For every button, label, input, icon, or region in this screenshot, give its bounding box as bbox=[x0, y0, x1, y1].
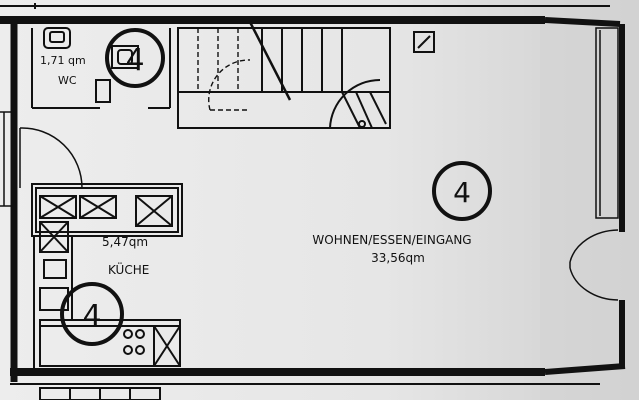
marker-living-label: 4 bbox=[453, 176, 471, 209]
marker-wc-label: 4 bbox=[125, 43, 144, 78]
marker-kitchen: 4 bbox=[60, 282, 124, 346]
wc-door bbox=[19, 127, 83, 189]
marker-living: 4 bbox=[432, 161, 492, 221]
kitchen-name: KÜCHE bbox=[108, 261, 149, 277]
living-name: WOHNEN/ESSEN/EINGANG bbox=[312, 233, 471, 247]
socket-icon bbox=[413, 31, 435, 53]
left-window bbox=[0, 111, 12, 207]
wc-room bbox=[31, 27, 171, 109]
wc-area: 1,71 qm bbox=[40, 54, 86, 67]
marker-wc: 4 bbox=[105, 28, 165, 88]
wc-name: WC bbox=[58, 74, 77, 87]
kitchen-area: 5,47qm bbox=[102, 235, 148, 249]
lower-unit-strip bbox=[10, 383, 600, 400]
staircase bbox=[177, 21, 391, 129]
entrance-door bbox=[569, 27, 619, 301]
outer-walls bbox=[0, 3, 626, 382]
living-area: 33,56qm bbox=[371, 251, 425, 265]
marker-kitchen-label: 4 bbox=[82, 299, 101, 334]
